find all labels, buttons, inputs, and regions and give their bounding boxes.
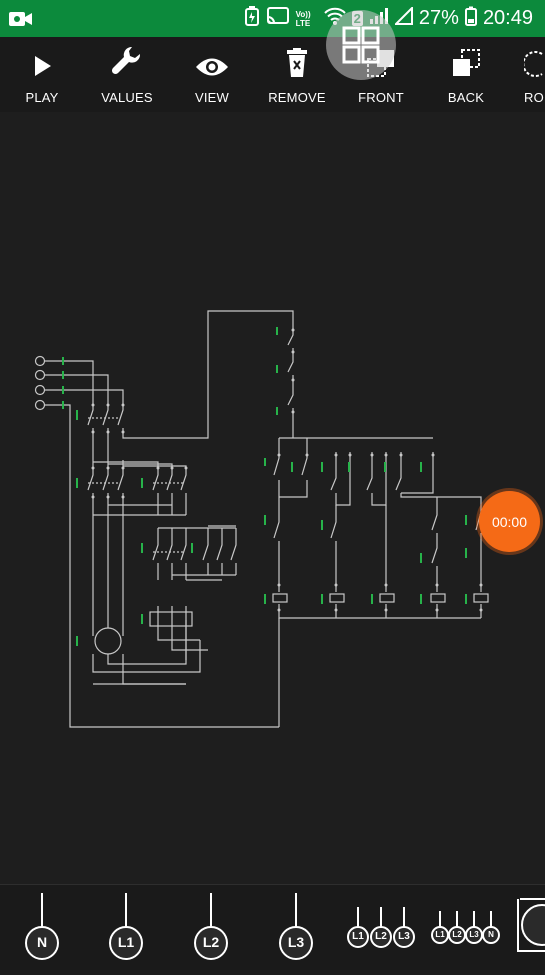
battery-percent: 27% [418, 7, 459, 29]
palette-item-l1[interactable]: L1 [106, 885, 146, 970]
palette-item-l2[interactable]: L2 [191, 885, 231, 970]
volte-indicator: Vo)) LTE [295, 9, 311, 28]
palette-label-l1: L1 [117, 934, 135, 950]
circuit-diagram[interactable] [0, 112, 545, 884]
palette-item-motor[interactable] [512, 885, 545, 970]
palette-item-l3[interactable]: L3 [276, 885, 316, 970]
palette-item-3phase-n[interactable]: L1 L2 L3 N [429, 885, 503, 970]
view-button[interactable]: VIEW [186, 37, 238, 112]
trash-icon [286, 48, 308, 83]
palette-label-3phase-l1: L1 [352, 931, 364, 942]
battery-icon [464, 6, 477, 32]
palette-label-3phase-n-l2: L2 [452, 930, 462, 939]
battery-saver-icon [244, 5, 260, 32]
palette-label-l2: L2 [202, 934, 220, 950]
screen-record-icon [8, 9, 34, 34]
palette-item-3phase[interactable]: L1 L2 L3 [344, 885, 418, 970]
palette-label-3phase-n-n: N [488, 930, 494, 939]
eye-icon [195, 56, 229, 83]
signal-icon-2 [393, 5, 413, 31]
back-label: BACK [447, 90, 485, 105]
values-button[interactable]: VALUES [96, 37, 158, 112]
palette-label-3phase-n-l1: L1 [435, 930, 445, 939]
rotate-button[interactable]: RO [524, 37, 545, 112]
palette-label-3phase-l3: L3 [398, 931, 410, 942]
palette-label-l3: L3 [287, 934, 305, 950]
palette-label-n: N [36, 934, 48, 950]
palette-label-3phase-l2: L2 [375, 931, 387, 942]
remove-label: REMOVE [268, 90, 326, 105]
component-palette: N L1 L2 L3 L1 L2 L3 L1 L2 L3 N [0, 884, 545, 970]
remove-button[interactable]: REMOVE [266, 37, 328, 112]
play-label: PLAY [25, 90, 59, 105]
rotate-icon [524, 48, 545, 83]
back-button[interactable]: BACK [440, 37, 492, 112]
rotate-label: RO [524, 90, 544, 105]
clock: 20:49 [482, 7, 533, 29]
cast-icon [266, 6, 290, 32]
circuit-canvas[interactable] [0, 112, 545, 884]
status-bar: Vo)) LTE 2 27% 20:49 [0, 0, 545, 37]
values-label: VALUES [101, 90, 153, 105]
wrench-icon [110, 44, 144, 83]
timer-button[interactable]: 00:00 [479, 491, 540, 552]
floating-grid-button[interactable] [326, 10, 396, 80]
view-label: VIEW [194, 90, 230, 105]
front-label: FRONT [358, 90, 404, 105]
play-button[interactable]: PLAY [14, 37, 70, 112]
grid-icon [341, 25, 381, 70]
send-to-back-icon [451, 48, 481, 83]
timer-value: 00:00 [491, 513, 528, 530]
palette-label-3phase-n-l3: L3 [469, 930, 479, 939]
palette-item-n[interactable]: N [22, 885, 62, 970]
play-icon [31, 54, 53, 83]
toolbar: PLAY VALUES VIEW REMOVE FRONT BACK RO [0, 37, 545, 113]
